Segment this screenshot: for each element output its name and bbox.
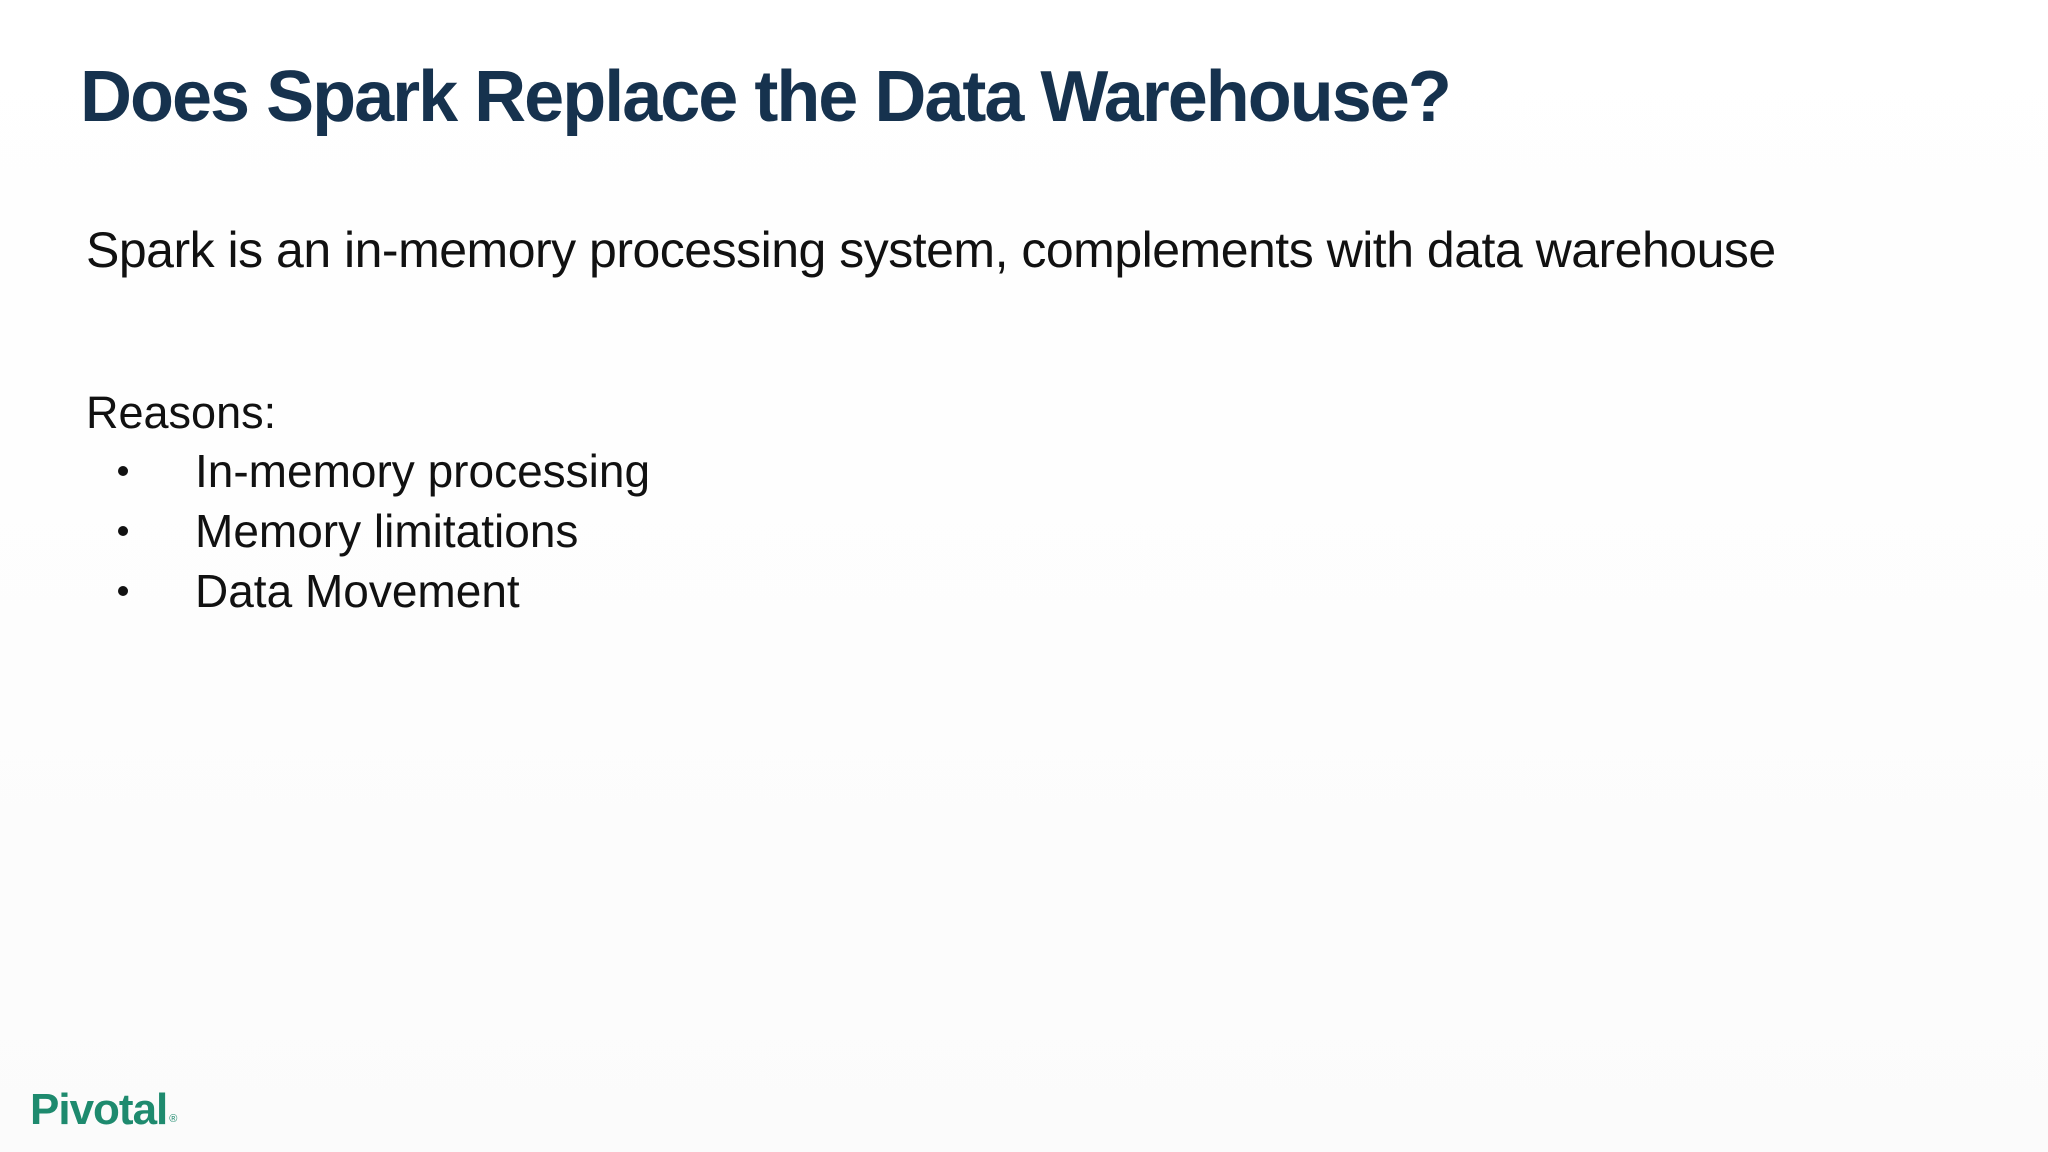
pivotal-logo: Pivotal® xyxy=(30,1085,178,1135)
bullet-dot-icon xyxy=(118,526,128,536)
reasons-heading: Reasons: xyxy=(86,387,277,438)
bullet-dot-icon xyxy=(118,586,128,596)
bullet-dot-icon xyxy=(118,466,128,476)
intro-sentence: Spark is an in-memory processing system,… xyxy=(86,222,1776,278)
list-item-label: Data Movement xyxy=(195,565,520,617)
registered-trademark-icon: ® xyxy=(169,1113,178,1125)
slide-title: Does Spark Replace the Data Warehouse? xyxy=(80,57,1452,137)
list-item: Memory limitations xyxy=(80,501,650,561)
pivotal-logo-text: Pivotal xyxy=(30,1085,168,1134)
list-item: In-memory processing xyxy=(80,441,650,501)
reasons-list: In-memory processing Memory limitations … xyxy=(80,441,650,621)
list-item: Data Movement xyxy=(80,561,650,621)
list-item-label: In-memory processing xyxy=(195,445,651,497)
list-item-label: Memory limitations xyxy=(195,505,579,557)
